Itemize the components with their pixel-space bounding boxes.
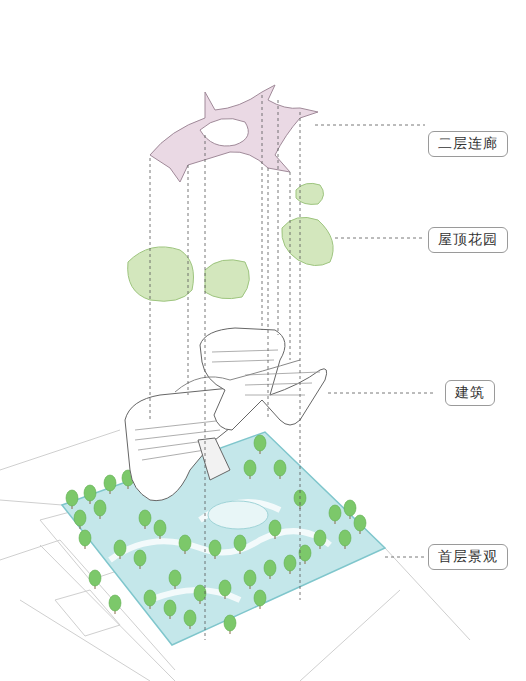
tree-crown bbox=[354, 515, 366, 531]
tree-crown bbox=[224, 615, 236, 631]
tree-crown bbox=[209, 540, 221, 556]
tree-crown bbox=[344, 500, 356, 516]
tree-crown bbox=[79, 530, 91, 546]
tree-crown bbox=[234, 535, 246, 551]
second-floor-corridor bbox=[150, 85, 318, 182]
tree-crown bbox=[284, 555, 296, 571]
tree-crown bbox=[254, 435, 266, 451]
tree-crown bbox=[114, 540, 126, 556]
tree-crown bbox=[164, 600, 176, 616]
tree-crown bbox=[169, 570, 181, 586]
tree-crown bbox=[144, 590, 156, 606]
tree-crown bbox=[66, 490, 78, 506]
tree-crown bbox=[269, 520, 281, 536]
tree-crown bbox=[94, 500, 106, 516]
tree-crown bbox=[264, 560, 276, 576]
tree-crown bbox=[329, 505, 341, 521]
tree-crown bbox=[184, 610, 196, 626]
tree-crown bbox=[254, 590, 266, 606]
site-lines bbox=[0, 430, 470, 681]
tree-crown bbox=[109, 595, 121, 611]
label-text: 二层连廊 bbox=[438, 135, 498, 153]
tree-crown bbox=[274, 460, 286, 476]
tree-crown bbox=[89, 570, 101, 586]
ground-landscape bbox=[62, 432, 385, 645]
label-box: 建筑 bbox=[445, 380, 495, 406]
tree-crown bbox=[104, 475, 116, 491]
label-text: 首层景观 bbox=[438, 548, 498, 566]
label-box: 首层景观 bbox=[428, 544, 508, 570]
tree-crown bbox=[74, 510, 86, 526]
tree-crown bbox=[134, 550, 146, 566]
buildings bbox=[125, 328, 327, 501]
tree-crown bbox=[299, 545, 311, 561]
tree-crown bbox=[179, 535, 191, 551]
label-text: 屋顶花园 bbox=[438, 231, 498, 249]
tree-crown bbox=[139, 510, 151, 526]
tree-crown bbox=[219, 580, 231, 596]
label-box: 屋顶花园 bbox=[428, 227, 508, 253]
trees bbox=[66, 435, 366, 634]
tree-crown bbox=[339, 530, 351, 546]
label-text: 建筑 bbox=[455, 384, 485, 402]
tree-crown bbox=[244, 570, 256, 586]
tree-crown bbox=[194, 585, 206, 601]
label-box: 二层连廊 bbox=[428, 131, 508, 157]
tree-crown bbox=[314, 530, 326, 546]
tree-crown bbox=[154, 520, 166, 536]
tree-crown bbox=[244, 460, 256, 476]
roof-gardens bbox=[128, 183, 333, 301]
dotted-projection-lines bbox=[150, 95, 435, 640]
tree-crown bbox=[84, 485, 96, 501]
